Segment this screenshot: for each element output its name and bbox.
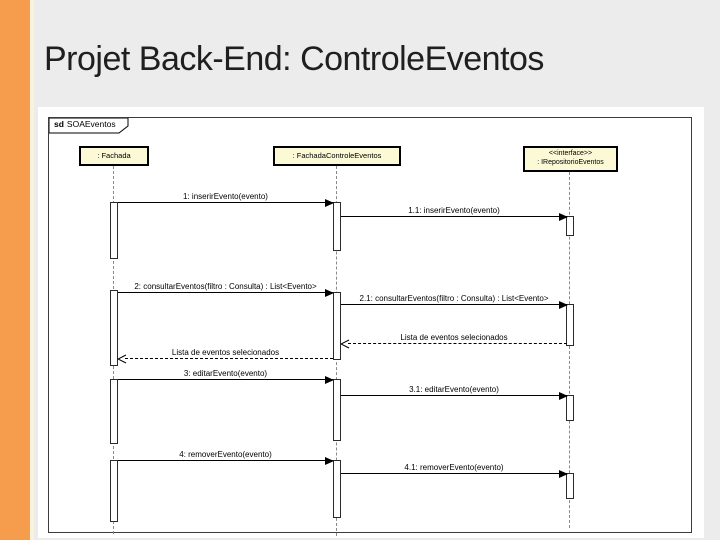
message-1-inserirEvento: 1: inserirEvento(evento) <box>118 189 334 207</box>
message-2-consultarEventos: 2: consultarEventos(filtro : Consulta) :… <box>118 279 334 297</box>
activation-bar <box>110 379 118 444</box>
activation-bar <box>110 290 118 366</box>
lifeline-line-irepositorioeventos <box>569 172 570 528</box>
message-line <box>341 304 567 305</box>
message-line <box>125 358 333 359</box>
pentagon-shape <box>49 118 129 134</box>
arrowhead-icon <box>325 457 334 465</box>
arrowhead-icon <box>559 301 568 309</box>
arrowhead-icon <box>559 470 568 478</box>
message-label: 1.1: inserirEvento(evento) <box>408 206 500 215</box>
message-label: Lista de eventos selecionados <box>400 333 508 342</box>
message-3-1-editarEvento: 3.1: editarEvento(evento) <box>341 382 568 400</box>
arrowhead-icon <box>325 289 334 297</box>
arrowhead-icon <box>325 376 334 384</box>
message-label: 2.1: consultarEventos(filtro : Consulta)… <box>359 294 549 303</box>
activation-bar <box>333 202 341 251</box>
activation-bar <box>333 292 341 360</box>
frame-name: SOAEventos <box>66 119 116 129</box>
message-2-1-consultarEventos: 2.1: consultarEventos(filtro : Consulta)… <box>341 291 568 309</box>
page-title: Projet Back-End: ControleEventos <box>44 40 544 78</box>
arrowhead-icon <box>325 199 334 207</box>
accent-stripe <box>0 0 34 540</box>
activation-bar <box>566 304 574 346</box>
return-message-lista-eventos-repo: Lista de eventos selecionados <box>340 330 567 349</box>
message-label: 1: inserirEvento(evento) <box>183 192 268 201</box>
message-line <box>118 292 333 293</box>
message-label: 4.1: removerEvento(evento) <box>404 463 504 472</box>
activation-bar <box>566 473 574 499</box>
message-1-1-inserirEvento: 1.1: inserirEvento(evento) <box>341 203 568 221</box>
message-label: 2: consultarEventos(filtro : Consulta) :… <box>134 282 317 291</box>
lifeline-head-fachada: : Fachada <box>79 146 149 166</box>
lifeline-head-fachadacontroleeventos: : FachadaControleEventos <box>273 146 401 166</box>
message-3-editarEvento: 3: editarEvento(evento) <box>118 366 334 384</box>
return-message-lista-eventos-fachada: Lista de eventos selecionados <box>117 345 333 364</box>
lifeline-head-irepositorioeventos: <<interface>> : IRepositorioEventos <box>523 146 618 172</box>
lifeline-label: : IRepositorioEventos <box>537 159 604 166</box>
activation-bar <box>333 379 341 441</box>
lifeline-stereotype: <<interface>> <box>548 150 593 158</box>
lifeline-label: : Fachada <box>97 151 131 161</box>
message-label: Lista de eventos selecionados <box>171 348 280 357</box>
activation-bar <box>566 216 574 236</box>
message-line <box>118 379 333 380</box>
lifeline-label: : FachadaControleEventos <box>292 151 382 161</box>
open-arrowhead-icon <box>117 354 127 364</box>
message-4-removerEvento: 4: removerEvento(evento) <box>118 447 334 465</box>
message-line <box>341 395 567 396</box>
arrowhead-icon <box>559 392 568 400</box>
frame-keyword: sd <box>54 119 64 129</box>
activation-bar <box>110 202 118 259</box>
message-label: 3.1: editarEvento(evento) <box>409 385 499 394</box>
message-line <box>118 202 333 203</box>
message-line <box>341 473 567 474</box>
open-arrowhead-icon <box>340 339 350 349</box>
message-4-1-removerEvento: 4.1: removerEvento(evento) <box>341 460 568 478</box>
activation-bar <box>566 395 574 421</box>
message-label: 4: removerEvento(evento) <box>179 450 272 459</box>
activation-bar <box>333 460 341 518</box>
message-label: 3: editarEvento(evento) <box>183 369 268 378</box>
message-line <box>348 343 567 344</box>
arrowhead-icon <box>559 213 568 221</box>
message-line <box>341 216 567 217</box>
message-line <box>118 460 333 461</box>
activation-bar <box>110 460 118 522</box>
